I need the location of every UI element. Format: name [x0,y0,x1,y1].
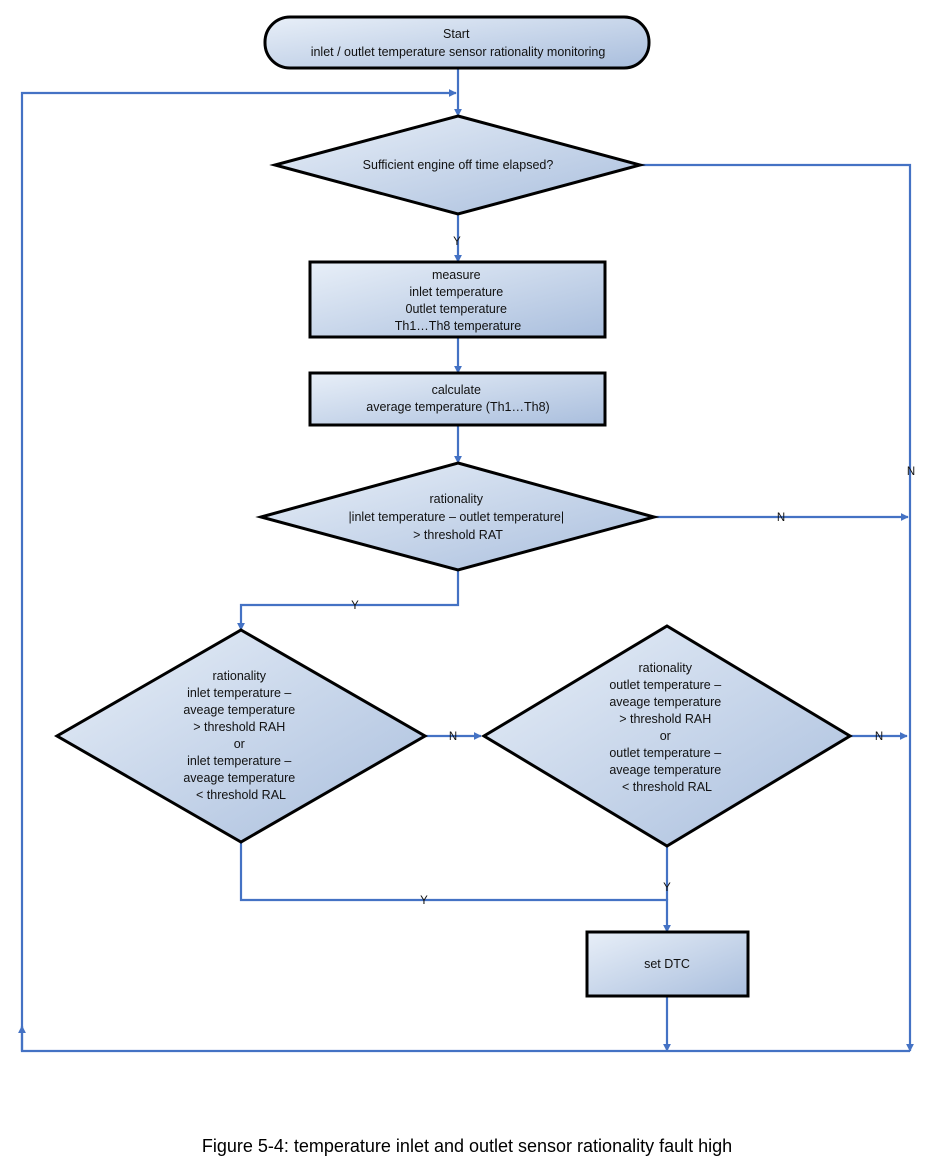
rat-yes-label: Y [351,600,359,612]
start-line-2: inlet / outlet temperature sensor ration… [311,45,606,59]
inlet-line-3: aveage temperature [183,703,295,717]
outlet-line-8: < threshold RAL [622,780,712,794]
outlet-line-1: rationality [639,661,693,675]
rat-line-2: |inlet temperature – outlet temperature| [348,510,564,524]
outlet-line-3: aveage temperature [609,695,721,709]
engine-off-yes-label: Y [453,236,461,248]
inlet-label: rationality inlet temperature – aveage t… [183,669,298,802]
inlet-yes-label: Y [420,895,428,907]
outlet-line-4: > threshold RAH [619,712,711,726]
outlet-no-label: N [875,731,883,743]
figure-caption: Figure 5-4: temperature inlet and outlet… [201,1136,733,1156]
calculate-label: calculate average temperature (Th1…Th8) [366,383,549,414]
measure-line-4: Th1…Th8 temperature [395,319,521,333]
engine-off-line-1: Sufficient engine off time elapsed? [363,158,554,172]
start-terminator [263,15,651,70]
engine-off-no-label: N [907,466,915,478]
rat-line-1: rationality [430,492,484,506]
inlet-line-1: rationality [213,669,267,683]
inlet-decision [53,628,429,844]
calculate-process-box [308,371,607,427]
set-dtc-line-1: set DTC [644,957,690,971]
set-dtc-label: set DTC [644,957,690,971]
start-terminator-label: Start inlet / outlet temperature sensor … [311,27,606,59]
outlet-line-2: outlet temperature – [609,678,721,692]
inlet-line-7: aveage temperature [183,771,295,785]
inlet-line-8: < threshold RAL [196,788,286,802]
outlet-yes-label: Y [663,882,671,894]
start-line-1: Start [443,27,470,41]
inlet-no-label: N [449,731,457,743]
connector-inlet-yes [239,842,671,933]
calculate-line-2: average temperature (Th1…Th8) [366,400,549,414]
measure-line-2: inlet temperature [409,285,503,299]
rat-label: rationality |inlet temperature – outlet … [348,492,567,542]
rat-no-label: N [777,512,785,524]
connector-rat-yes [237,570,460,631]
calculate-line-1: calculate [432,383,481,397]
set-dtc-process-box [585,930,750,998]
outlet-line-5: or [660,729,671,743]
rat-decision [255,461,660,572]
inlet-line-2: inlet temperature – [187,686,291,700]
measure-line-3: 0utlet temperature [406,302,507,316]
inlet-line-5: or [234,737,245,751]
outlet-line-7: aveage temperature [609,763,721,777]
measure-label: measure inlet temperature 0utlet tempera… [395,268,521,333]
outlet-line-6: outlet temperature – [609,746,721,760]
connector-engine-off-no [640,163,914,1052]
inlet-line-6: inlet temperature – [187,754,291,768]
engine-off-label: Sufficient engine off time elapsed? [363,158,554,172]
connector-return-loop [20,89,910,1053]
inlet-line-4: > threshold RAH [193,720,285,734]
engine-off-decision [269,114,646,216]
outlet-decision [481,624,853,848]
rat-line-3: > threshold RAT [413,528,503,542]
measure-process-box [308,260,607,339]
outlet-label: rationality outlet temperature – aveage … [609,661,724,794]
measure-line-1: measure [432,268,481,282]
